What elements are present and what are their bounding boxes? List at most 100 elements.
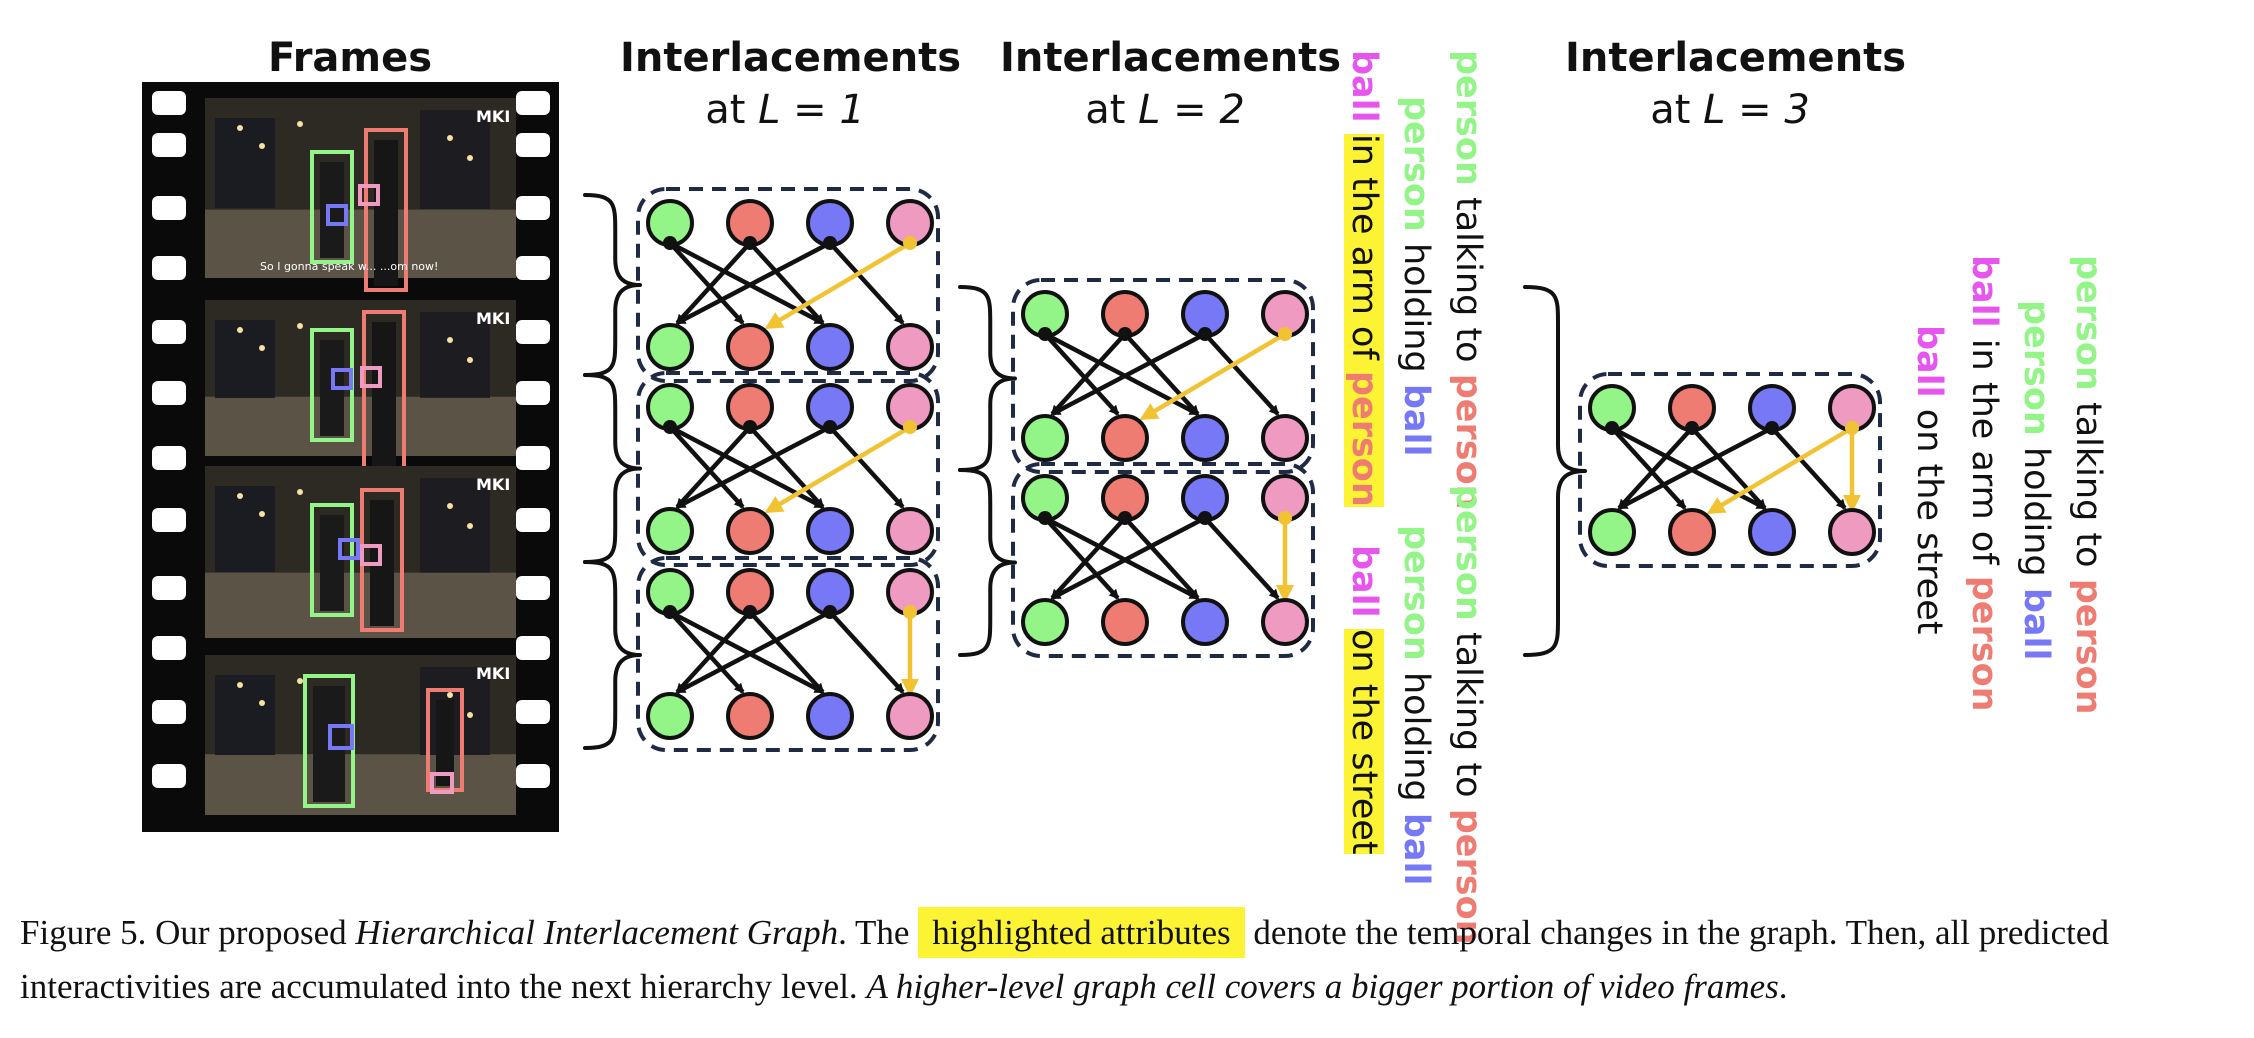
sprocket-hole (516, 576, 550, 600)
entity: ball (1344, 50, 1384, 123)
building (215, 486, 275, 572)
ball-bbox (358, 184, 380, 206)
street-light (237, 682, 243, 688)
l3-label-4: ball on the street (1906, 325, 1952, 634)
graph-cell (636, 187, 940, 383)
graph-node (1021, 414, 1069, 462)
edge (748, 425, 825, 509)
edge (675, 425, 832, 509)
l3-label-1: person talking to person (2065, 255, 2111, 715)
edge (828, 425, 905, 509)
person-silhouette (372, 322, 396, 468)
edge (1050, 332, 1207, 416)
relation: in the arm of (1964, 338, 2004, 565)
building (420, 312, 490, 398)
relation: talking to (2068, 402, 2108, 568)
entity: person (1344, 370, 1384, 507)
relation: holding (2016, 447, 2056, 577)
edge (675, 241, 832, 325)
edge (1203, 332, 1280, 416)
header-l2: Interlacements at L = 2 (1000, 32, 1342, 136)
edge (1203, 516, 1280, 600)
relation: on the street (1909, 408, 1949, 635)
sprocket-hole (152, 91, 186, 115)
entity: ball (1344, 545, 1384, 618)
entity: ball (1396, 812, 1436, 886)
street-light (447, 503, 453, 509)
edge-source-dot (1038, 511, 1052, 525)
l2-top-label-1: person talking to person (1445, 50, 1491, 510)
edge (1123, 516, 1200, 600)
graph-node (1181, 598, 1229, 646)
header-l2-title: Interlacements (1000, 35, 1342, 81)
edge-source-dot (743, 420, 757, 434)
entity: ball (1396, 383, 1436, 457)
building (420, 667, 490, 755)
graph-node (646, 323, 694, 371)
street-light (297, 489, 303, 495)
brace (583, 560, 642, 750)
entity: person (1396, 525, 1436, 661)
brace (958, 468, 1017, 657)
caption-text: Figure 5. Our proposed (20, 913, 356, 952)
graph-node (726, 507, 774, 555)
edge-source-dot (903, 420, 917, 434)
street-light (259, 511, 265, 517)
entity: person (1448, 50, 1488, 186)
edge (1617, 426, 1774, 510)
cell-border (1011, 278, 1315, 474)
graph-node (1668, 508, 1716, 556)
edge (748, 241, 825, 325)
person-silhouette (320, 515, 344, 611)
sprocket-hole (152, 446, 186, 470)
edge-source-dot (663, 605, 677, 619)
relation: in the arm of (1344, 133, 1384, 360)
frame-subtitle: So I gonna speak w... ...om now! (260, 260, 438, 273)
video-frame: MKI (205, 655, 516, 815)
graph-node (726, 692, 774, 740)
sprocket-hole (516, 320, 550, 344)
frame-watermark: MKI (476, 309, 510, 328)
caption-text: . (1778, 967, 1788, 1006)
caption-highlight: highlighted attributes (918, 907, 1245, 958)
graph-node (1748, 508, 1796, 556)
sprocket-hole (516, 446, 550, 470)
header-l3-title: Interlacements (1565, 35, 1907, 81)
edge (1043, 516, 1120, 600)
street-light (237, 327, 243, 333)
edge (1050, 516, 1127, 600)
header-l3: Interlacements at L = 3 (1565, 32, 1907, 136)
sprocket-hole (516, 196, 550, 220)
header-l1: Interlacements at L = 1 (620, 32, 961, 136)
edge-source-dot (743, 605, 757, 619)
sprocket-hole (516, 381, 550, 405)
edge-source-dot (663, 420, 677, 434)
sprocket-hole (152, 508, 186, 532)
sprocket-hole (516, 700, 550, 724)
sprocket-hole (516, 508, 550, 532)
cell-border (636, 187, 940, 383)
street-light (467, 357, 473, 363)
video-frame: MKI (205, 466, 516, 638)
relation: holding (1396, 243, 1436, 373)
edge-source-dot (1038, 327, 1052, 341)
street-light (447, 337, 453, 343)
brace (583, 373, 642, 564)
caption-text: denote the temporal changes in the graph… (20, 913, 2109, 1006)
edge (1043, 332, 1200, 416)
l3-label-2: person holding ball (2013, 300, 2059, 660)
edge-source-dot (743, 236, 757, 250)
ball-bbox (338, 538, 360, 560)
graph-node (1021, 598, 1069, 646)
graph-node (1261, 414, 1309, 462)
edge-source-dot (823, 420, 837, 434)
l2-bottom-label-2: person holding ball (1393, 525, 1439, 885)
relation: talking to (1448, 197, 1488, 363)
edge (828, 610, 905, 694)
temporal-edge (764, 241, 912, 330)
sprocket-hole (152, 764, 186, 788)
edge (1123, 332, 1200, 416)
edge (668, 425, 745, 509)
